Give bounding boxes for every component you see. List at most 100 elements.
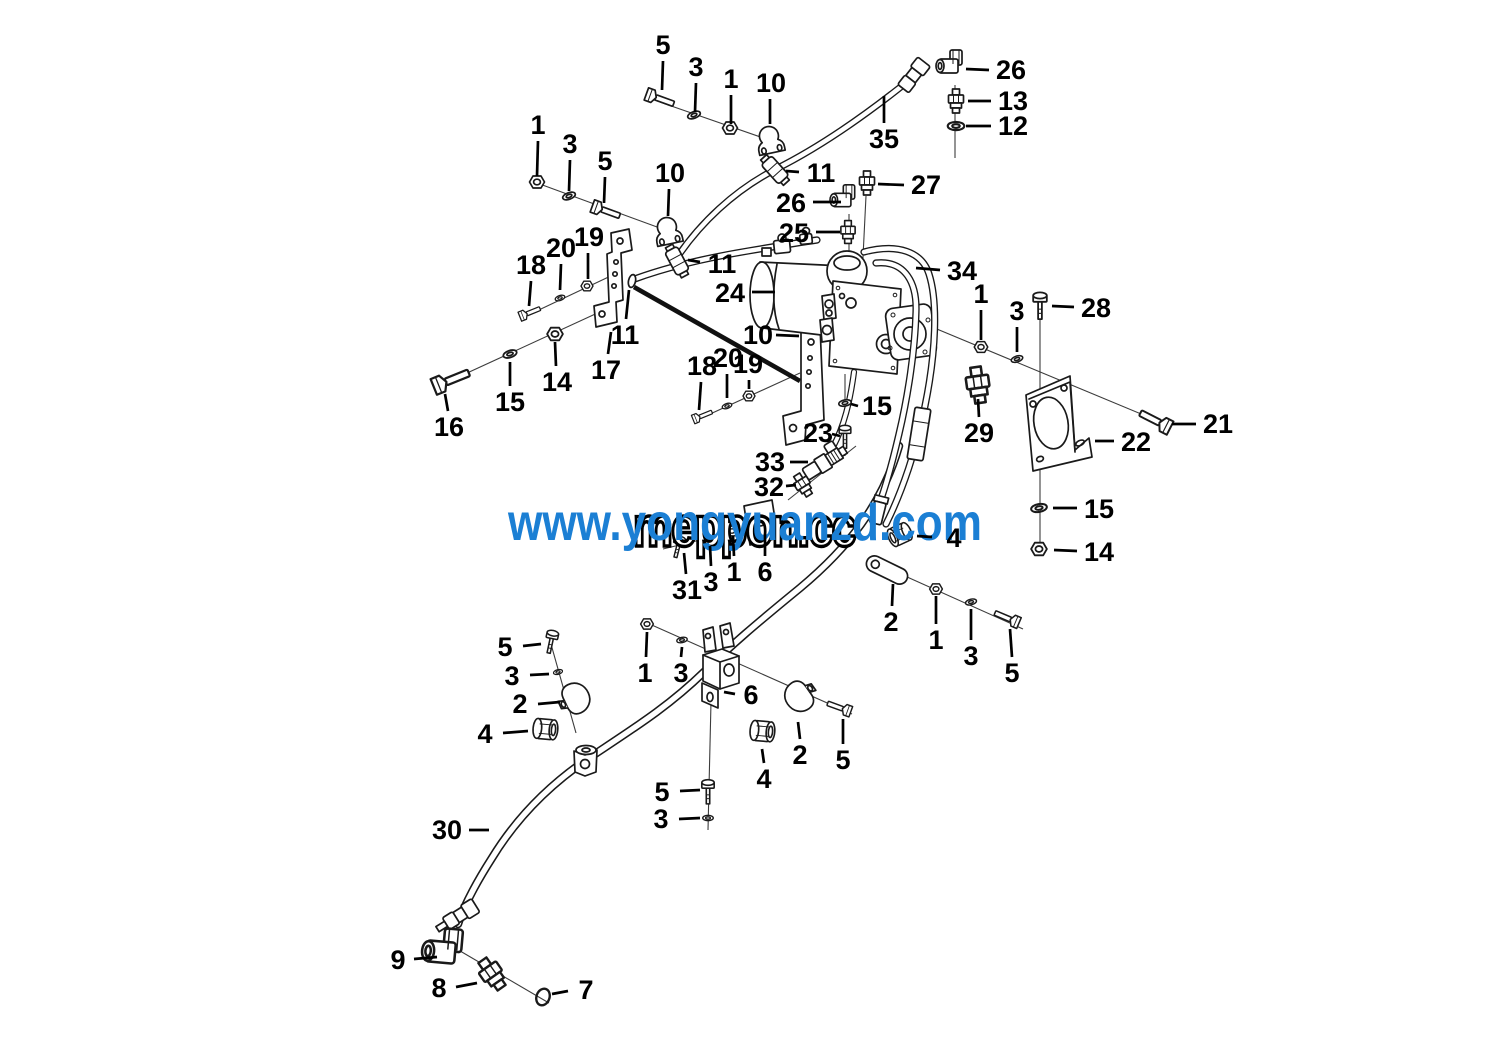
part-boltH [991,606,1023,630]
part-washer [552,668,564,676]
callout-label-33: 33 [755,447,785,477]
callout-leader-4 [916,534,933,539]
callout-label-14: 14 [542,367,572,397]
part-strapB [778,673,824,719]
callout-leader-5 [1008,628,1014,658]
callout-label-3: 3 [1009,296,1024,326]
callout-leader-29 [976,398,981,418]
part-nut [1030,541,1048,557]
watermark-front: www.yongyuanzd.com [507,494,982,552]
callout-leader-5 [602,176,607,204]
callout-leader-14 [553,341,558,367]
part-boltH [517,303,543,322]
callout-leader-7 [551,989,569,996]
callout-label-18: 18 [516,250,546,280]
callout-leader-4 [760,748,766,764]
part-nut [639,618,655,630]
callout-label-15: 15 [1084,494,1114,524]
callout-label-20: 20 [546,233,576,263]
callout-label-9: 9 [390,945,405,975]
callout-leader-32 [785,483,797,488]
callout-label-27: 27 [911,170,941,200]
callout-label-24: 24 [715,278,745,308]
part-strapA [862,552,912,588]
callout-leader-4 [502,729,529,735]
callout-leader-27 [877,182,905,187]
callout-label-10: 10 [756,68,786,98]
part-boltV [542,628,560,655]
bracket-17 [593,228,633,328]
part-boltV [701,778,715,805]
callout-leader-3 [679,646,684,658]
callout-label-5: 5 [1004,658,1019,688]
callout-label-8: 8 [431,973,446,1003]
callout-leader-5 [660,60,665,91]
callout-leader-2 [796,721,802,740]
part-washer [560,189,578,203]
callout-label-3: 3 [673,658,688,688]
callout-leader-3 [693,82,698,113]
callout-label-11: 11 [807,158,836,188]
callout-label-11: 11 [708,249,737,279]
callout-label-25: 25 [779,218,809,248]
callout-label-1: 1 [637,658,652,688]
callout-leader-11 [687,258,701,264]
part-fitS [963,364,993,406]
callout-label-3: 3 [963,641,978,671]
callout-leader-3 [567,159,572,192]
callout-leader-1 [644,631,649,658]
part-clamp10 [651,214,685,248]
part-washer [946,120,966,132]
callout-label-3: 3 [562,129,577,159]
callout-leader-11 [785,169,800,174]
callout-label-16: 16 [434,412,464,442]
callout-label-2: 2 [792,740,807,770]
callout-label-4: 4 [756,764,771,794]
part-washer [964,597,978,607]
watermark-back: meppon.cc [633,495,856,558]
part-boltV [1032,291,1048,321]
tube-end-fitting [435,898,480,933]
callout-label-5: 5 [654,777,669,807]
part-washer [702,814,714,822]
part-nut [528,175,546,189]
hose-end-fitting [897,56,931,93]
part-nut [742,390,756,402]
callout-label-5: 5 [497,632,512,662]
callout-label-3: 3 [504,661,519,691]
part-clamp10 [753,123,787,157]
callout-leader-17 [606,331,613,355]
callout-label-3: 3 [653,804,668,834]
callout-leader-3 [678,816,701,821]
callout-label-15: 15 [862,391,892,421]
callout-label-13: 13 [998,86,1028,116]
callout-label-14: 14 [1084,537,1114,567]
callout-label-1: 1 [530,110,545,140]
callout-label-6: 6 [743,680,758,710]
callout-label-5: 5 [655,30,670,60]
callout-label-26: 26 [996,55,1026,85]
callout-leader-26 [965,67,990,72]
callout-leader-28 [1051,304,1075,309]
part-boltH [429,363,473,396]
callout-label-17: 17 [591,355,621,385]
callout-leader-31 [682,552,688,575]
callout-leader-20 [558,263,563,291]
callout-leader-23 [831,432,841,438]
callout-label-18: 18 [687,351,717,381]
part-elbow [829,183,856,208]
part-fitS [947,88,965,114]
callout-label-21: 21 [1203,409,1233,439]
callout-label-2: 2 [512,689,527,719]
part-boltH [690,407,715,425]
callout-label-1: 1 [723,64,738,94]
callout-leader-2 [890,583,895,607]
callout-leader-2 [537,700,561,706]
callout-label-29: 29 [964,418,994,448]
callout-label-3: 3 [703,567,718,597]
part-oring [532,985,554,1009]
callout-label-19: 19 [733,349,763,379]
part-fitS [858,170,876,196]
bracket-6 [701,622,740,709]
